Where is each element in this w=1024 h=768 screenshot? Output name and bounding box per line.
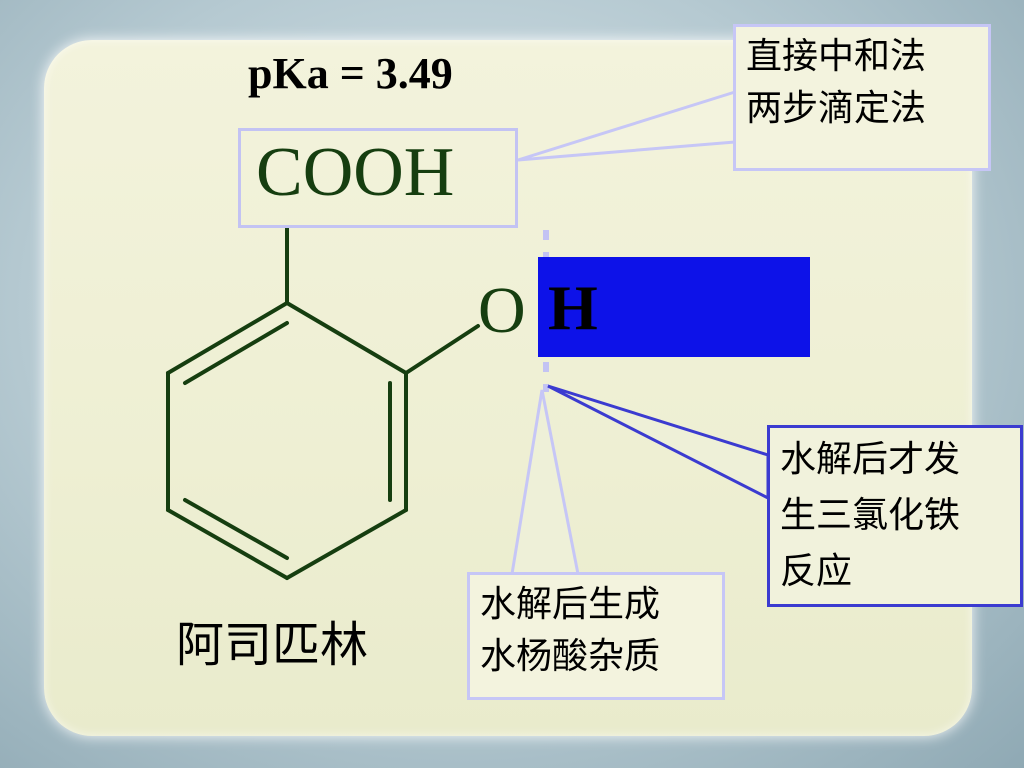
ring-bond-4 [166, 508, 289, 580]
callout-line: 水解后才发 [780, 439, 961, 480]
pointer-carboxyl-methods [517, 89, 737, 162]
benzene-ring [166, 226, 480, 580]
callout-ferric-chloride: 水解后才发 生三氯化铁 反应 [767, 425, 1023, 607]
ring-bond-3 [285, 508, 408, 580]
compound-name: 阿司匹林 [176, 617, 369, 673]
callout-carboxyl-methods: 直接中和法 两步滴定法 [733, 24, 991, 171]
pka-value: pKa = 3.49 [248, 49, 453, 98]
ring-double-bond-1 [183, 321, 289, 385]
pointer-hydrolysis-impurity [510, 389, 580, 576]
hydroxyl-hydrogen-label: H [548, 272, 598, 343]
hydroxyl-highlight [538, 257, 810, 357]
callout-hydrolysis-impurity: 水解后生成 水杨酸杂质 [467, 572, 725, 700]
hydroxyl-bond [404, 324, 480, 375]
callout-line: 反应 [780, 551, 853, 592]
callout-line: 生三氯化铁 [780, 495, 961, 536]
ring-bond-1 [285, 301, 408, 375]
carboxyl-highlight-box [238, 128, 518, 228]
callout-line: 水解后生成 [480, 584, 661, 625]
ring-double-bond-3 [183, 498, 289, 560]
callout-line: 两步滴定法 [746, 88, 927, 129]
callout-line: 直接中和法 [746, 36, 927, 77]
pointer-ferric-chloride [547, 384, 770, 501]
hydroxyl-oxygen-label: O [478, 274, 526, 347]
callout-line: 水杨酸杂质 [480, 636, 661, 677]
carboxyl-group-label: COOH [256, 134, 455, 211]
ring-bond-6 [166, 301, 289, 375]
